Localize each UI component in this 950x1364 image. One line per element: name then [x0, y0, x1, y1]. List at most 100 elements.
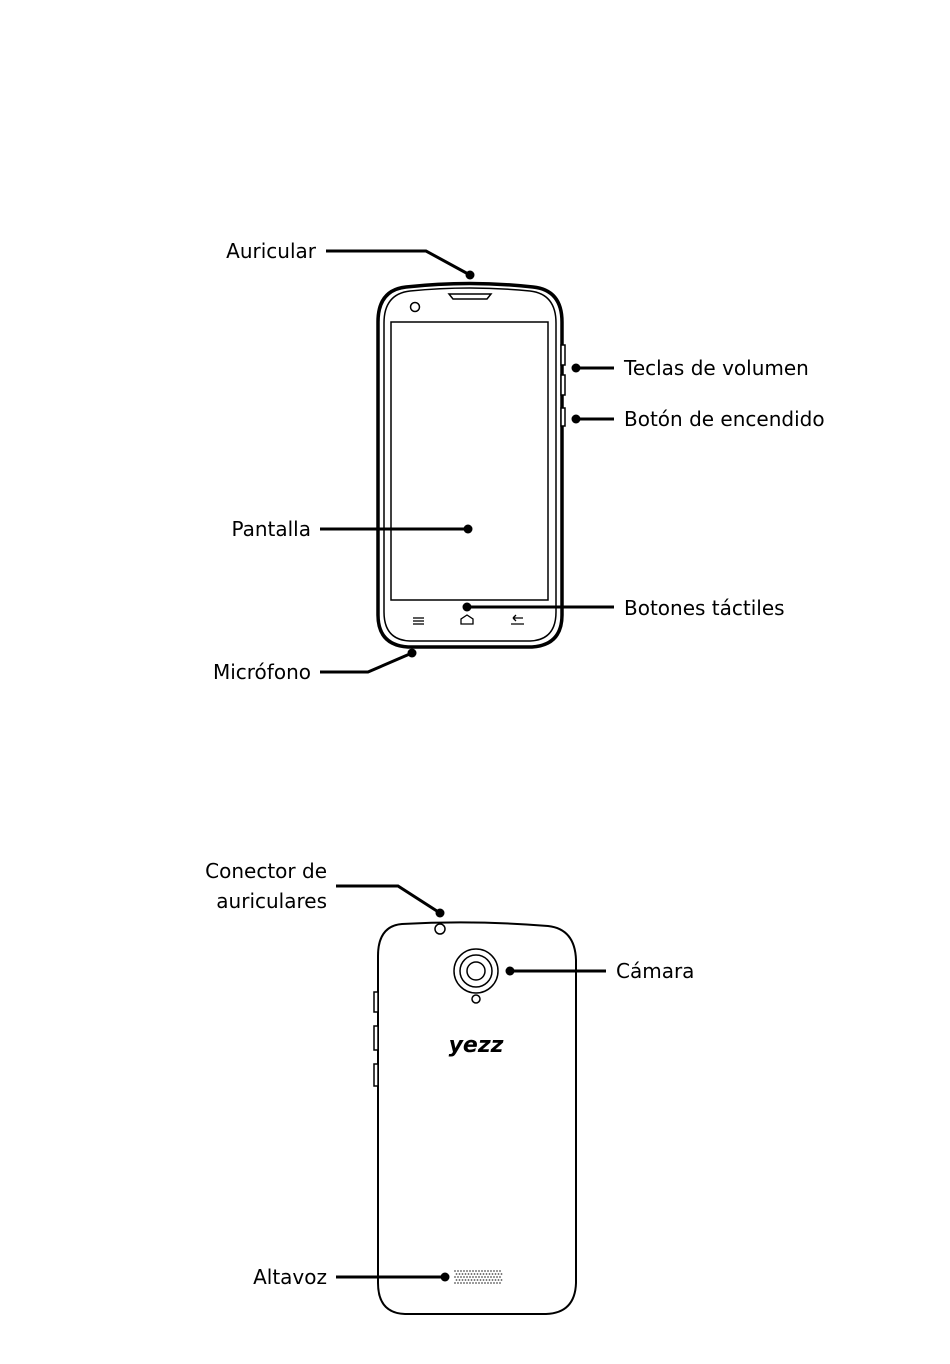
speaker-grille-dot [463, 1282, 465, 1284]
leader-microphone [320, 653, 412, 672]
speaker-grille-dot [501, 1279, 503, 1281]
speaker-grille-dot [499, 1282, 501, 1284]
phone-front [378, 284, 565, 648]
speaker-grille-dot [493, 1270, 495, 1272]
speaker-grille-dot [469, 1276, 471, 1278]
label-headphone-jack: Conector de auriculares [205, 856, 327, 916]
speaker-grille-dot [493, 1276, 495, 1278]
phone-back [374, 922, 576, 1314]
leader-headphone-jack [336, 886, 440, 913]
label-volume-keys: Teclas de volumen [624, 354, 809, 382]
rear-camera-middle-ring [460, 955, 492, 987]
label-headphone-jack-line1: Conector de [205, 856, 327, 886]
front-inner-bezel [384, 288, 556, 641]
speaker-grille-dot [478, 1270, 480, 1272]
speaker-grille-dot [454, 1276, 456, 1278]
speaker-grille-dot [468, 1273, 470, 1275]
speaker-grille-dot [472, 1282, 474, 1284]
speaker-grille-dot [462, 1273, 464, 1275]
speaker-grille-dot [475, 1282, 477, 1284]
speaker-grille-dot [480, 1279, 482, 1281]
speaker-grille-dot [466, 1270, 468, 1272]
speaker-grille [454, 1270, 502, 1284]
headphone-jack-icon [435, 924, 445, 934]
dot-speaker [441, 1273, 450, 1282]
home-key-icon [461, 615, 473, 624]
back-side-key-1 [374, 992, 378, 1012]
dot-screen [464, 525, 473, 534]
dot-power [572, 415, 581, 424]
speaker-grille-dot [498, 1279, 500, 1281]
speaker-grille-dot [489, 1279, 491, 1281]
brand-logo: yezz [449, 1033, 504, 1058]
speaker-grille-dot [460, 1276, 462, 1278]
menu-key-icon [413, 618, 424, 624]
speaker-grille-dot [481, 1276, 483, 1278]
speaker-grille-dot [459, 1273, 461, 1275]
speaker-grille-dot [490, 1276, 492, 1278]
speaker-grille-dot [489, 1273, 491, 1275]
speaker-grille-dot [456, 1273, 458, 1275]
speaker-grille-dot [465, 1279, 467, 1281]
speaker-grille-dot [493, 1282, 495, 1284]
speaker-grille-dot [490, 1270, 492, 1272]
speaker-grille-dot [469, 1270, 471, 1272]
speaker-grille-dot [472, 1276, 474, 1278]
flash-icon [472, 995, 480, 1003]
speaker-grille-dot [475, 1276, 477, 1278]
leader-earpiece [326, 251, 470, 275]
speaker-grille-dot [471, 1273, 473, 1275]
dot-volume [572, 364, 581, 373]
speaker-grille-dot [465, 1273, 467, 1275]
speaker-grille-dot [481, 1282, 483, 1284]
speaker-grille-dot [459, 1279, 461, 1281]
back-side-key-2 [374, 1026, 378, 1050]
rear-camera-lens-icon [467, 962, 485, 980]
speaker-grille-dot [492, 1273, 494, 1275]
speaker-grille-dot [457, 1282, 459, 1284]
volume-key-up [561, 345, 565, 365]
volume-key-down [561, 375, 565, 395]
speaker-grille-dot [474, 1273, 476, 1275]
speaker-grille-dot [492, 1279, 494, 1281]
speaker-grille-dot [484, 1270, 486, 1272]
speaker-grille-dot [487, 1276, 489, 1278]
speaker-grille-dot [463, 1270, 465, 1272]
speaker-grille-dot [496, 1276, 498, 1278]
label-earpiece: Auricular [226, 237, 316, 265]
earpiece-slot [449, 294, 491, 299]
label-touch-buttons: Botones táctiles [624, 594, 785, 622]
speaker-grille-dot [472, 1270, 474, 1272]
speaker-grille-dot [478, 1276, 480, 1278]
label-microphone: Micrófono [213, 658, 311, 686]
label-speaker: Altavoz [253, 1263, 327, 1291]
label-screen: Pantalla [231, 515, 311, 543]
dot-earpiece [466, 271, 475, 280]
speaker-grille-dot [466, 1282, 468, 1284]
speaker-grille-dot [477, 1273, 479, 1275]
speaker-grille-dot [499, 1270, 501, 1272]
label-camera: Cámara [616, 957, 694, 985]
speaker-grille-dot [487, 1270, 489, 1272]
speaker-grille-dot [486, 1273, 488, 1275]
speaker-grille-dot [469, 1282, 471, 1284]
speaker-grille-dot [484, 1282, 486, 1284]
speaker-grille-dot [495, 1279, 497, 1281]
back-body [378, 922, 576, 1314]
speaker-grille-dot [457, 1270, 459, 1272]
speaker-grille-dot [471, 1279, 473, 1281]
speaker-grille-dot [490, 1282, 492, 1284]
speaker-grille-dot [483, 1273, 485, 1275]
dot-microphone [408, 649, 417, 658]
speaker-grille-dot [466, 1276, 468, 1278]
front-camera-icon [411, 303, 420, 312]
speaker-grille-dot [478, 1282, 480, 1284]
speaker-grille-dot [463, 1276, 465, 1278]
speaker-grille-dot [480, 1273, 482, 1275]
back-side-key-3 [374, 1064, 378, 1086]
speaker-grille-dot [454, 1270, 456, 1272]
speaker-grille-dot [496, 1270, 498, 1272]
screen-area [391, 322, 548, 600]
back-callout-dots [436, 909, 515, 1282]
